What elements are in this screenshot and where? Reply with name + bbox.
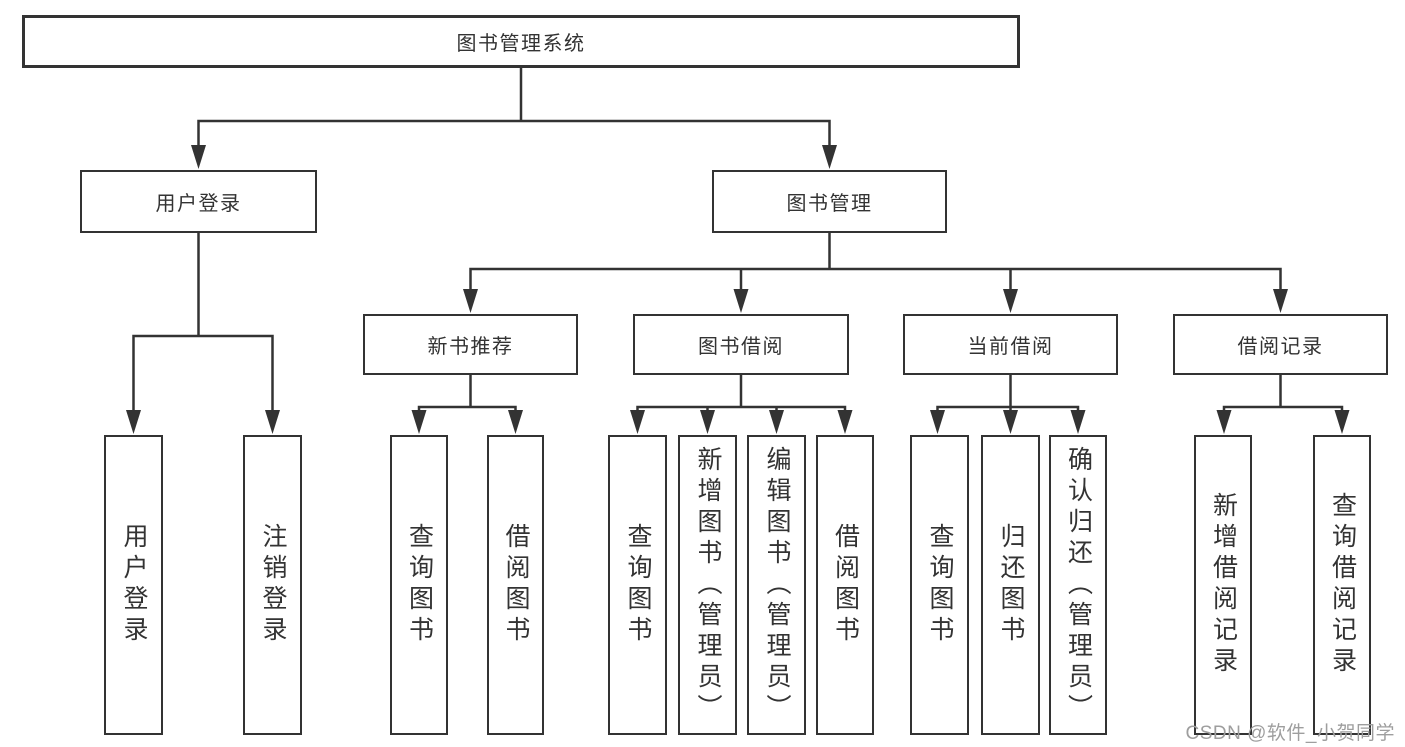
connector-currentborrow-to-leaves	[936, 375, 1080, 414]
connector-bookborrow-to-leaves	[636, 375, 847, 414]
node-label: 查询借阅记录	[1328, 492, 1357, 678]
node-leaf-add-borrow-record: 新增借阅记录	[1194, 435, 1252, 735]
node-label: 查询图书	[624, 523, 652, 647]
node-label: 图书管理系统	[456, 33, 586, 55]
node-leaf-query-borrow-record: 查询借阅记录	[1313, 435, 1371, 735]
node-label: 借阅图书	[831, 523, 860, 647]
node-label: 新书推荐	[427, 336, 514, 358]
node-label: 借阅图书	[502, 523, 530, 647]
node-label: 用户登录	[155, 193, 242, 215]
node-label: 编辑图书（管理员）	[763, 445, 791, 725]
node-library-management-system: 图书管理系统	[22, 15, 1020, 68]
node-label: 归还图书	[997, 523, 1025, 647]
node-leaf-borrow-books: 借阅图书	[816, 435, 874, 735]
node-leaf-return-books: 归还图书	[981, 435, 1040, 735]
node-leaf-add-book-admin: 新增图书（管理员）	[678, 435, 737, 735]
connector-root-to-level2	[197, 68, 831, 150]
node-leaf-query-books: 查询图书	[910, 435, 969, 735]
node-label: 图书借阅	[698, 336, 784, 358]
connector-borrowrecord-to-leaves	[1222, 375, 1344, 414]
node-leaf-confirm-return-admin: 确认归还（管理员）	[1049, 435, 1107, 735]
node-label: 确认归还（管理员）	[1064, 445, 1093, 725]
node-label: 查询图书	[926, 523, 954, 647]
node-leaf-user-login: 用户登录	[104, 435, 163, 735]
node-borrowing-records: 借阅记录	[1173, 314, 1388, 375]
arrowheads	[126, 145, 1350, 434]
node-leaf-borrow-books: 借阅图书	[487, 435, 544, 735]
node-label: 新增图书（管理员）	[694, 445, 722, 725]
node-leaf-query-books: 查询图书	[390, 435, 448, 735]
node-book-management: 图书管理	[712, 170, 947, 233]
node-current-borrowing: 当前借阅	[903, 314, 1118, 375]
node-label: 查询图书	[405, 523, 434, 647]
node-label: 图书管理	[786, 193, 873, 215]
connector-bookmgmt-to-level3	[469, 233, 1282, 293]
node-leaf-logout: 注销登录	[243, 435, 302, 735]
node-leaf-edit-book-admin: 编辑图书（管理员）	[747, 435, 806, 735]
watermark: CSDN @软件_小贺同学	[1185, 723, 1395, 744]
node-book-borrowing: 图书借阅	[633, 314, 849, 375]
node-label: 当前借阅	[967, 336, 1054, 358]
node-new-book-recommendation: 新书推荐	[363, 314, 578, 375]
node-leaf-query-books: 查询图书	[608, 435, 667, 735]
node-label: 注销登录	[259, 523, 287, 647]
connector-userlogin-to-leaves	[132, 233, 274, 414]
node-user-login: 用户登录	[80, 170, 317, 233]
node-label: 用户登录	[120, 523, 148, 647]
connector-newbook-to-leaves	[417, 375, 517, 414]
node-label: 新增借阅记录	[1209, 492, 1238, 678]
node-label: 借阅记录	[1237, 336, 1324, 358]
